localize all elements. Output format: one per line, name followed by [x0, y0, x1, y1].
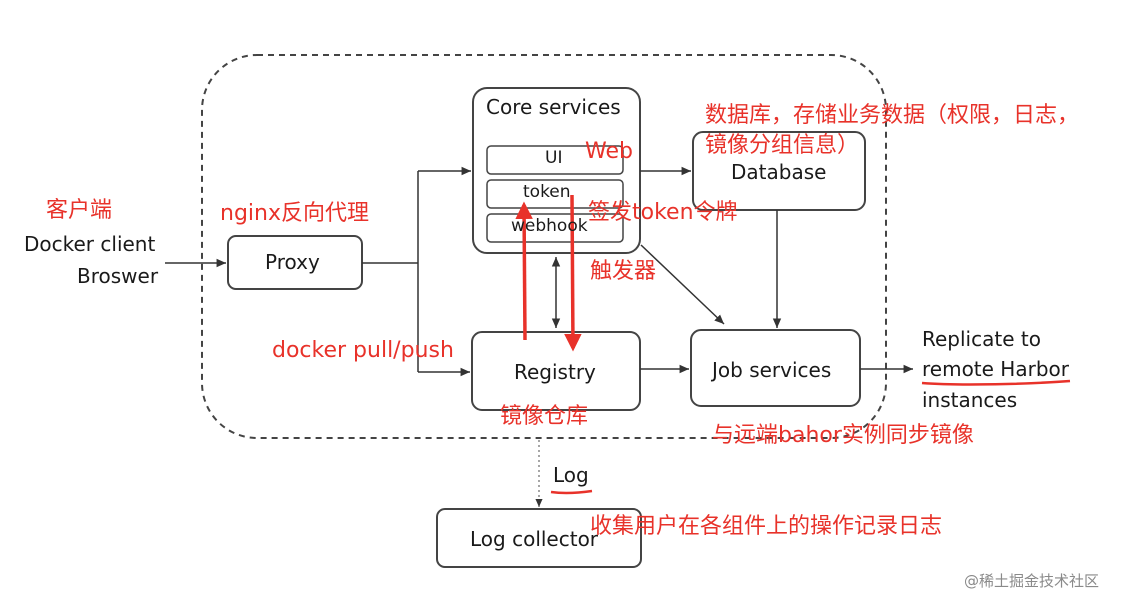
harbor-boundary: [201, 54, 887, 439]
log-label: Log: [553, 463, 589, 487]
registry-label: Registry: [514, 360, 596, 384]
replicate-line1: Replicate to: [922, 327, 1041, 351]
client-line1: Docker client: [24, 232, 156, 256]
registry-cn-note: 镜像仓库: [500, 404, 589, 429]
database-note-line1: 数据库，存储业务数据（权限，日志，: [705, 103, 1080, 128]
docker-pull-push-note: docker pull/push: [272, 338, 454, 363]
log-underline: [550, 489, 593, 495]
webhook-box: [486, 213, 624, 243]
ui-label: UI: [545, 148, 563, 168]
client-cn-note: 客户端: [46, 198, 113, 223]
job-services-box: [690, 329, 861, 407]
log-note: 收集用户在各组件上的操作记录日志: [590, 514, 943, 539]
nginx-note: nginx反向代理: [220, 201, 369, 226]
registry-box: [471, 331, 641, 411]
database-note-line2: 镜像分组信息）: [705, 133, 860, 158]
database-label: Database: [731, 160, 827, 184]
red-arrow-up: [515, 201, 533, 341]
trigger-note: 触发器: [590, 259, 657, 284]
client-line2: Broswer: [77, 264, 159, 288]
database-box: [692, 131, 866, 211]
log-collector-box: [436, 508, 642, 568]
token-label: token: [523, 182, 571, 202]
ui-box: [486, 145, 624, 175]
watermark: @稀土掘金技术社区: [964, 572, 1100, 590]
token-note: 签发token令牌: [588, 200, 738, 225]
proxy-label: Proxy: [265, 250, 320, 274]
webhook-label: webhook: [511, 216, 588, 236]
token-box: [486, 179, 624, 209]
core-services-title: Core services: [486, 95, 621, 119]
log-collector-label: Log collector: [470, 527, 599, 551]
sync-note: 与远端bahor实例同步镜像: [712, 423, 974, 448]
remote-harbor-underline: [921, 379, 1071, 386]
core-to-jobs-arrow: [640, 244, 725, 325]
job-services-label: Job services: [712, 358, 832, 382]
replicate-line3: instances: [922, 388, 1018, 412]
red-arrow-down: [564, 194, 582, 352]
replicate-line2: remote Harbor: [922, 357, 1069, 381]
web-note: Web: [585, 139, 633, 164]
